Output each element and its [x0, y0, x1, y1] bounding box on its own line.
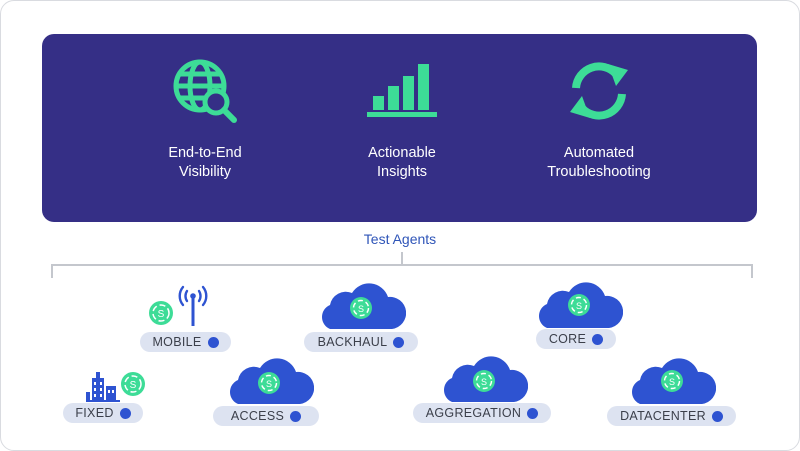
status-dot [592, 333, 604, 345]
feature-label: Actionable Insights [368, 145, 436, 180]
feature-troubleshooting: Automated Troubleshooting [499, 56, 699, 182]
agent-backhaul[interactable]: BACKHAUL [304, 332, 418, 352]
cloud-icon: S [539, 282, 623, 328]
agent-label: AGGREGATION [425, 406, 522, 420]
cloud-icon: S [632, 358, 716, 404]
svg-text:S: S [358, 304, 364, 314]
agent-mobile[interactable]: MOBILE [140, 332, 231, 352]
status-dot [207, 336, 219, 348]
agent-label: DATACENTER [620, 409, 706, 423]
agent-badge-icon: S [121, 372, 145, 396]
svg-text:S: S [158, 309, 165, 320]
test-agents-title: Test Agents [363, 231, 437, 247]
agent-access[interactable]: ACCESS [213, 406, 319, 426]
svg-text:S: S [266, 379, 272, 389]
feature-label: End-to-End Visibility [168, 145, 242, 180]
agent-core[interactable]: CORE [536, 329, 616, 349]
svg-text:S: S [576, 301, 582, 311]
feature-label: Automated Troubleshooting [547, 145, 651, 180]
status-dot [290, 410, 302, 422]
capabilities-banner [42, 34, 757, 222]
agent-badge-icon: S [149, 301, 173, 325]
cloud-icon: S [230, 358, 314, 404]
bar-chart-icon [367, 64, 437, 117]
status-dot [711, 410, 723, 422]
building-icon [86, 372, 120, 402]
agent-label: MOBILE [152, 335, 202, 349]
agent-fixed[interactable]: FIXED [63, 403, 143, 423]
antenna-icon [178, 285, 208, 326]
agent-datacenter[interactable]: DATACENTER [607, 406, 736, 426]
refresh-cycle-icon [570, 62, 628, 120]
status-dot [527, 407, 539, 419]
svg-text:S: S [130, 380, 137, 391]
cloud-icon: S [444, 356, 528, 402]
agent-label: CORE [548, 332, 587, 346]
status-dot [393, 336, 405, 348]
agent-aggregation[interactable]: AGGREGATION [413, 403, 551, 423]
globe-search-icon [173, 59, 237, 123]
feature-insights: Actionable Insights [302, 56, 502, 182]
svg-text:S: S [669, 377, 675, 387]
svg-text:S: S [481, 377, 487, 387]
agent-label: FIXED [75, 406, 114, 420]
agent-label: BACKHAUL [317, 335, 388, 349]
cloud-icon: S [322, 283, 406, 329]
status-dot [119, 407, 131, 419]
agent-label: ACCESS [230, 409, 285, 423]
feature-visibility: End-to-End Visibility [105, 56, 305, 182]
